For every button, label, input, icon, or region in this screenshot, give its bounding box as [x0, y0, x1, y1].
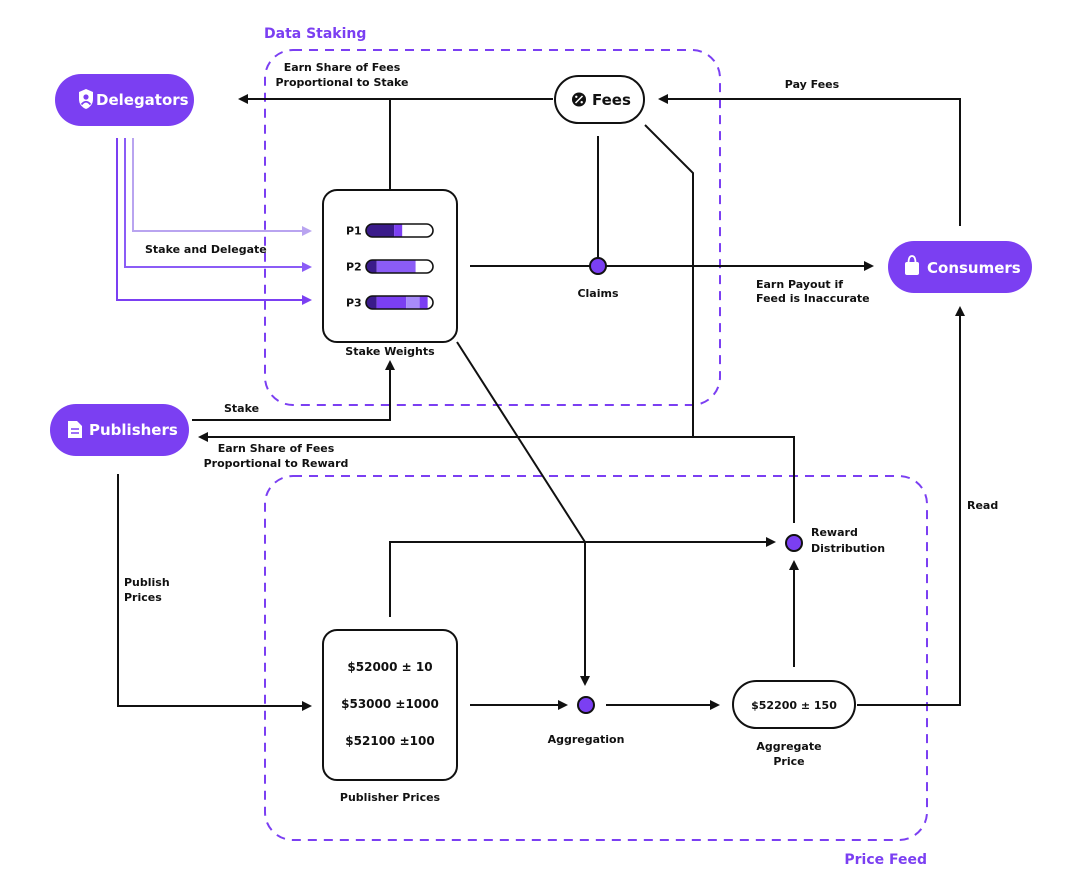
stake-bar-outline	[365, 223, 434, 238]
publisher-prices-title: Publisher Prices	[340, 791, 441, 804]
aggregation-point	[577, 696, 595, 714]
fees-to-reward-line	[644, 124, 694, 437]
aggregation-label: Aggregation	[548, 733, 625, 746]
shopping-bag-icon	[905, 255, 919, 275]
earn-payout-label-2: Feed is Inaccurate	[756, 292, 870, 305]
pay-fees-arrow	[658, 94, 961, 226]
pay-fees-label: Pay Fees	[785, 78, 840, 91]
reward-to-publishers-arrow	[198, 432, 795, 523]
claims-point	[589, 257, 607, 275]
publish-label-1: Publish	[124, 576, 170, 589]
delegate-arrow-p1	[132, 138, 312, 236]
publisher-stake-arrow	[192, 360, 395, 421]
read-label: Read	[967, 499, 998, 512]
delegators-node: Delegators	[55, 74, 194, 126]
stake-row-label: P3	[346, 297, 362, 310]
reward-label-1: Reward	[811, 526, 858, 539]
publishers-node: Publishers	[50, 404, 189, 456]
earn-share-stake-label-1: Earn Share of Fees	[284, 61, 401, 74]
stake-bar-outline	[365, 295, 434, 310]
publish-prices-arrow	[117, 474, 312, 711]
aggregate-price-node: $52200 ± 150	[732, 680, 856, 729]
percent-badge-icon	[572, 92, 586, 107]
delegate-arrow-p3	[116, 138, 312, 305]
stake-bar-outline	[365, 259, 434, 274]
stake-row-label: P1	[346, 225, 362, 238]
stake-bar-segment	[406, 296, 420, 309]
price-feed-title: Price Feed	[844, 852, 927, 868]
stake-weights-to-aggregation-arrow	[456, 341, 590, 686]
publisher-price-0: $52000 ± 10	[347, 660, 432, 674]
read-arrow	[857, 306, 965, 706]
reward-label-2: Distribution	[811, 542, 885, 555]
stake-bar-segment	[394, 224, 403, 237]
earn-share-reward-label-1: Earn Share of Fees	[218, 442, 335, 455]
reward-distribution-point	[785, 534, 803, 552]
stake-weights-title: Stake Weights	[345, 345, 435, 358]
stake-bar-segment	[419, 296, 428, 309]
stake-and-delegate-label: Stake and Delegate	[145, 243, 267, 256]
publisher-prices-to-reward-arrow	[389, 537, 776, 617]
delegate-arrow-p2	[124, 138, 312, 272]
delegators-label: Delegators	[96, 91, 189, 109]
stake-bar-segment	[366, 260, 377, 273]
aggregate-title-2: Price	[773, 755, 804, 768]
consumers-node: Consumers	[888, 241, 1032, 293]
document-icon	[68, 421, 82, 438]
earn-share-reward-label-2: Proportional to Reward	[204, 457, 349, 470]
claims-label: Claims	[577, 287, 618, 300]
publisher-price-1: $53000 ±1000	[341, 697, 439, 711]
consumers-label: Consumers	[927, 259, 1021, 277]
shield-user-icon	[79, 89, 93, 109]
stake-row-label: P2	[346, 261, 362, 274]
earn-share-stake-label-2: Proportional to Stake	[275, 76, 408, 89]
data-staking-title: Data Staking	[264, 26, 366, 42]
publishers-label: Publishers	[89, 421, 178, 439]
publisher-prices-box: $52000 ± 10 $53000 ±1000 $52100 ±100	[322, 629, 458, 781]
publish-label-2: Prices	[124, 591, 162, 604]
data-staking-region	[264, 49, 721, 406]
stake-bar-segment	[376, 260, 416, 273]
stake-bar-segment	[366, 296, 377, 309]
fees-node: Fees	[554, 75, 645, 124]
stake-bar-segment	[376, 296, 407, 309]
earn-payout-label-1: Earn Payout if	[756, 278, 843, 291]
price-feed-region	[264, 475, 928, 841]
publisher-price-2: $52100 ±100	[345, 734, 434, 748]
aggregate-price-value: $52200 ± 150	[751, 699, 837, 712]
aggregate-title-1: Aggregate	[756, 740, 821, 753]
fees-label: Fees	[592, 91, 631, 109]
stake-bar-segment	[366, 224, 395, 237]
stake-label: Stake	[224, 402, 259, 415]
